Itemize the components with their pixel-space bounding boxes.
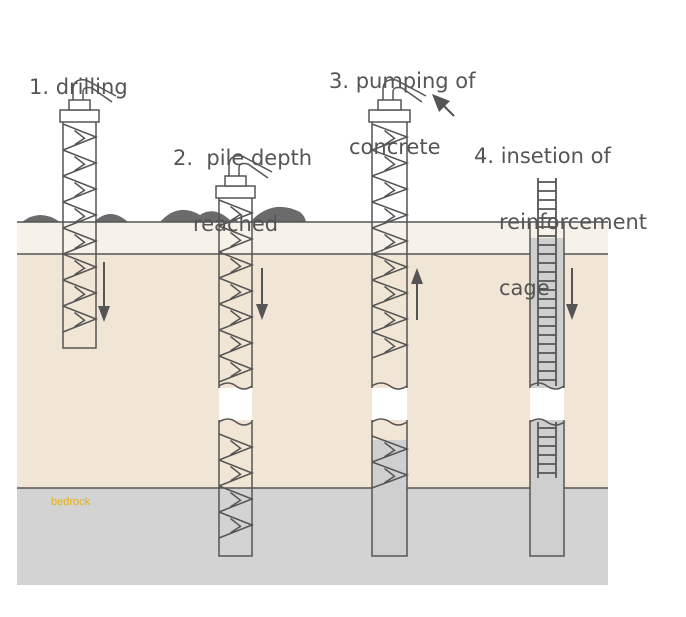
pile-1-drilling [59, 78, 117, 349]
step-4-label-line-3: cage [499, 276, 550, 300]
arrow-down-1-icon [98, 262, 110, 322]
bedrock-label: bedrock [51, 496, 91, 508]
auger-flight [62, 149, 99, 177]
step-3-label-line-2: concrete [349, 135, 441, 159]
soil-layer [17, 254, 608, 488]
arrow-down-4-icon [566, 268, 578, 320]
pile-2-depth-reached [215, 154, 273, 557]
topsoil-layer [17, 222, 608, 254]
step-4-label: 4. insetion of reinforcement cage [474, 101, 647, 321]
concrete-flow-arrow-icon [432, 94, 455, 117]
step-4-label-line-2: reinforcement [499, 210, 648, 234]
arrow-up-3-icon [411, 268, 423, 320]
step-2-label-line-1: 2. pile depth [173, 146, 313, 170]
pile-3-pumping-concrete [368, 78, 455, 557]
step-3-label-line-1: 3. pumping of [329, 69, 476, 93]
step-2-label: 2. pile depth reached [173, 103, 312, 257]
reinforcement-cage [537, 178, 557, 478]
bedrock-layer [17, 488, 608, 585]
hose-3 [382, 78, 427, 100]
step-2-label-line-2: reached [193, 212, 279, 236]
step-1-label-line: 1. drilling [29, 75, 128, 99]
step-3-label: 3. pumping of concrete [329, 26, 476, 180]
ground-lines [17, 221, 608, 489]
auger-flight [62, 175, 99, 203]
hose-2 [228, 154, 273, 176]
pile-4-reinforcement-cage [529, 178, 578, 557]
step-1-label: 1. drilling [29, 32, 128, 120]
auger-flight [62, 123, 99, 151]
hose-1 [72, 78, 117, 100]
step-4-label-line-1: 4. insetion of [474, 144, 611, 168]
arrow-down-2-icon [256, 268, 268, 320]
surface-rocks [22, 206, 306, 222]
